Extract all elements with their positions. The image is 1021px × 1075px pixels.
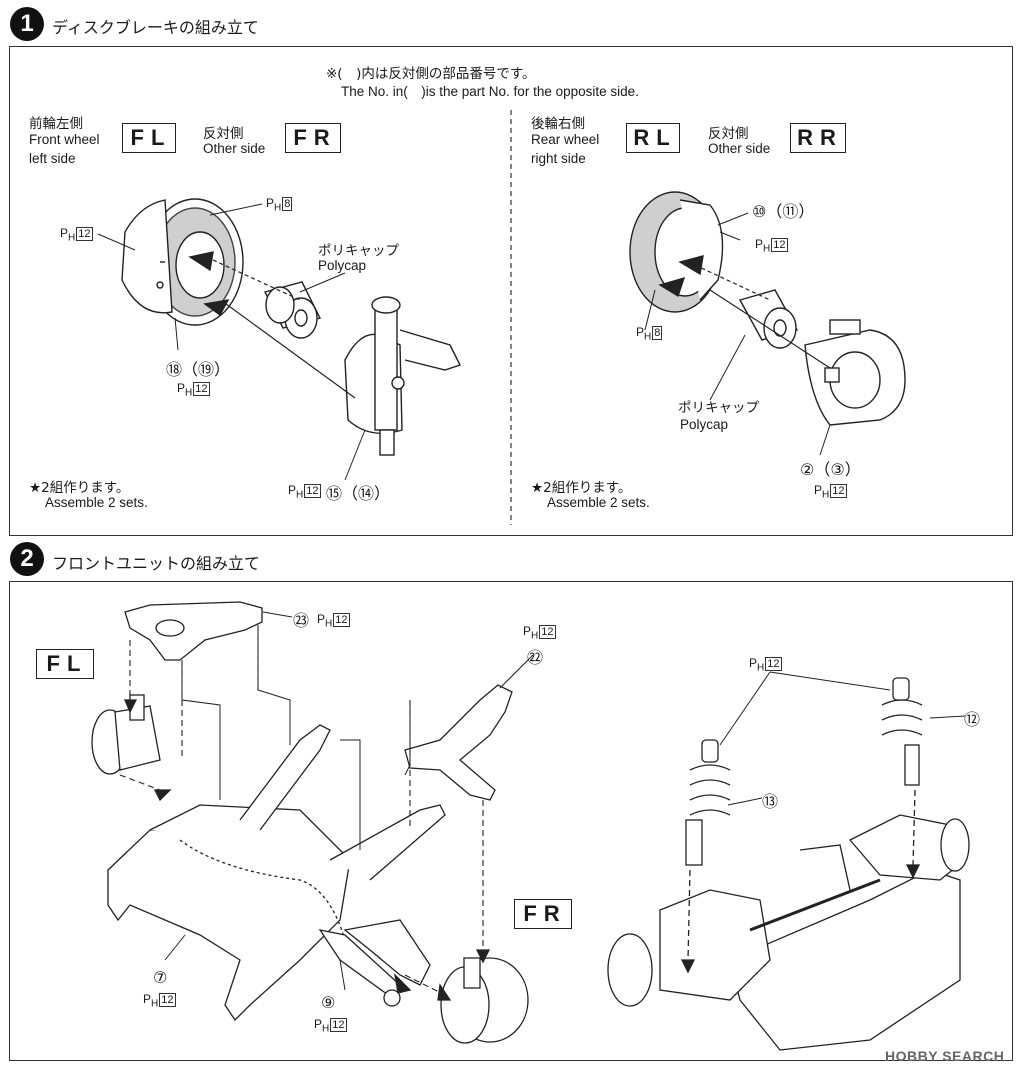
front-assemble-jp: ★2組作ります。 xyxy=(29,480,130,496)
rear-assemble-en: Assemble 2 sets. xyxy=(547,495,650,510)
front-polycap-jp: ポリキャップ xyxy=(318,243,399,259)
step-1-number: 1 xyxy=(10,7,44,41)
front-polycap-en: Polycap xyxy=(318,258,367,273)
front-assemble-en: Assemble 2 sets. xyxy=(45,495,148,510)
front-polycap-drawing xyxy=(263,281,322,339)
front-other-en: Other side xyxy=(203,141,266,156)
shock-12-drawing xyxy=(881,677,923,879)
rear-parts-2-3: ②（③） xyxy=(800,460,861,479)
part-22-label: ㉒ xyxy=(527,648,544,667)
front-knuckle-drawing xyxy=(344,296,461,456)
watermark: HOBBY SEARCH xyxy=(885,1048,1005,1064)
rear-parts-10-11: ⑩（⑪） xyxy=(752,202,815,221)
rear-side-jp: 後輪右側 xyxy=(531,116,585,132)
rear-side-en1: Rear wheel xyxy=(531,132,600,147)
front-parts-15-14: ⑮（⑭） xyxy=(326,484,391,503)
part-12-label: ⑫ xyxy=(964,710,981,729)
front-side-jp: 前輪左側 xyxy=(29,116,83,132)
rear-polycap-en: Polycap xyxy=(680,417,729,432)
rr-code-badge: RR xyxy=(790,123,846,153)
assembled-front-unit-drawing xyxy=(607,814,970,1051)
part-23-label: ㉓ xyxy=(293,611,310,630)
rear-polycap-jp: ポリキャップ xyxy=(678,400,759,416)
step-2-title: フロントユニットの組み立て xyxy=(52,554,261,573)
lower-arm-22-drawing xyxy=(404,684,513,801)
step-2-fl-badge: FL xyxy=(36,649,94,679)
fr-code-badge: FR xyxy=(285,123,341,153)
part-7-label: ⑦ xyxy=(153,968,168,987)
shock-13-drawing xyxy=(680,739,731,974)
fr-knuckle-drawing xyxy=(440,957,529,1044)
rear-side-en2: right side xyxy=(531,151,586,166)
front-side-en1: Front wheel xyxy=(29,132,100,147)
rear-upright-drawing xyxy=(804,319,906,426)
rear-polycap-drawing xyxy=(738,289,799,349)
front-parts-18-19: ⑱（⑲） xyxy=(166,360,231,379)
fl-code-badge: FL xyxy=(122,123,176,153)
step-1-title: ディスクブレーキの組み立て xyxy=(52,18,259,37)
rear-other-en: Other side xyxy=(708,141,771,156)
rl-code-badge: RL xyxy=(626,123,680,153)
front-brake-caliper-drawing xyxy=(121,198,244,326)
front-side-en2: left side xyxy=(29,151,76,166)
step-2-fr-badge: FR xyxy=(514,899,572,929)
upper-arm-23-drawing xyxy=(124,601,263,661)
step-1-note-jp: ※( )内は反対側の部品番号です。 xyxy=(326,66,536,82)
fl-knuckle-drawing xyxy=(91,694,161,775)
step-2-number: 2 xyxy=(10,542,44,576)
step-1-note-en: The No. in( )is the part No. for the opp… xyxy=(341,84,639,99)
front-frame-7-drawing xyxy=(107,724,446,1022)
rear-assemble-jp: ★2組作ります。 xyxy=(531,480,632,496)
rear-other-jp: 反対側 xyxy=(708,126,749,142)
part-13-label: ⑬ xyxy=(762,792,779,811)
front-other-jp: 反対側 xyxy=(203,126,244,142)
part-9-label: ⑨ xyxy=(321,993,336,1012)
